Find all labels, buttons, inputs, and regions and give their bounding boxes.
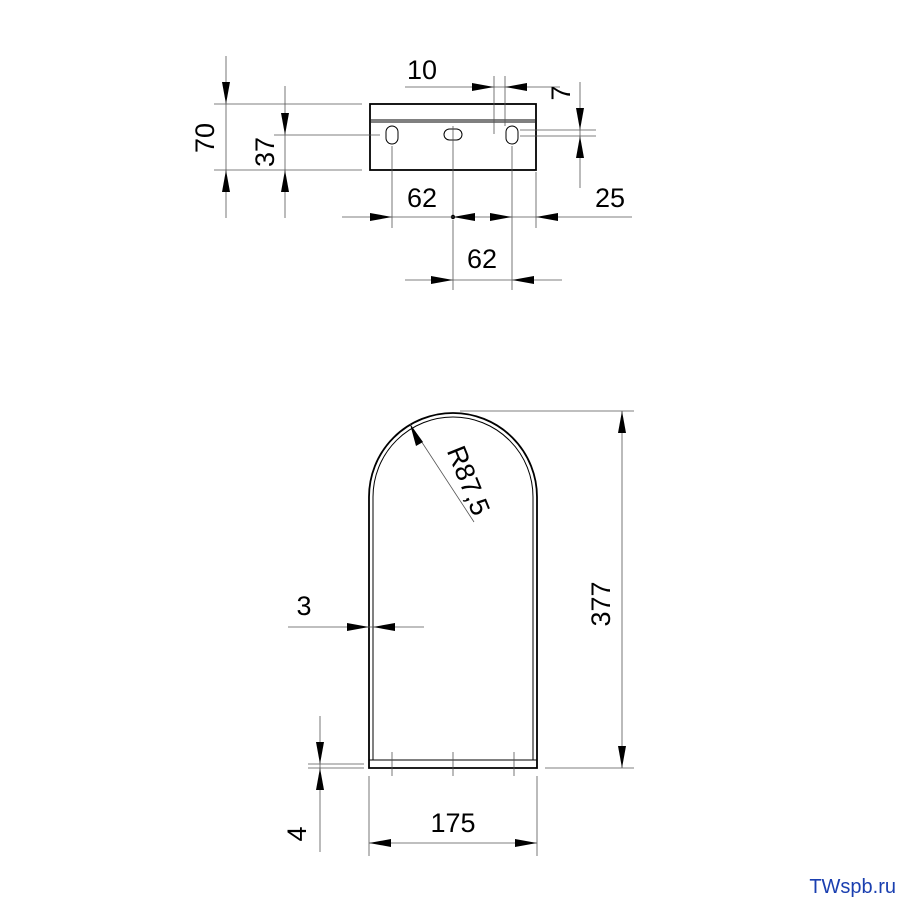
arrowhead [410, 424, 423, 446]
arrowhead [490, 213, 512, 221]
arrowhead [347, 623, 369, 631]
arrowhead [369, 839, 391, 847]
front-view-inner-outline [372, 416, 534, 761]
arrowhead [316, 742, 324, 764]
top-view: 70 37 10 7 62 25 62 [190, 55, 632, 290]
dim-10-label: 10 [407, 55, 437, 85]
dim-7-label: 7 [546, 85, 576, 100]
arrowhead [618, 746, 626, 768]
dim-70-label: 70 [190, 123, 220, 153]
arrowhead [281, 170, 289, 192]
dim-3-label: 3 [296, 591, 311, 621]
arrowhead [453, 213, 475, 221]
arrowhead [281, 113, 289, 135]
dim-175-label: 175 [430, 808, 475, 838]
arrowhead [618, 411, 626, 433]
arrowhead [222, 82, 230, 104]
arrowhead [576, 136, 584, 158]
arrowhead [316, 768, 324, 790]
dim-62-top-label: 62 [407, 183, 437, 213]
arrowhead [536, 213, 558, 221]
front-view-outline [368, 412, 538, 769]
dim-37-label: 37 [250, 137, 280, 167]
site-watermark: TWspb.ru [809, 876, 896, 898]
arrowhead [373, 623, 395, 631]
arrowhead [222, 170, 230, 192]
arrowhead [512, 276, 534, 284]
arrowhead [431, 276, 453, 284]
radius-label: R87,5 [441, 442, 496, 520]
dim-25-label: 25 [595, 183, 625, 213]
arrowhead [515, 839, 537, 847]
arrowhead [505, 83, 527, 91]
arrowhead [576, 108, 584, 130]
mounting-slot-left [385, 125, 399, 145]
front-view: R87,5 3 377 4 175 [282, 410, 634, 856]
dim-377-label: 377 [586, 581, 616, 626]
mounting-slot-right [505, 125, 519, 145]
arrowhead [370, 213, 392, 221]
dim-4-label: 4 [282, 826, 312, 841]
dim-62-bottom-label: 62 [467, 244, 497, 274]
arrowhead [472, 83, 494, 91]
